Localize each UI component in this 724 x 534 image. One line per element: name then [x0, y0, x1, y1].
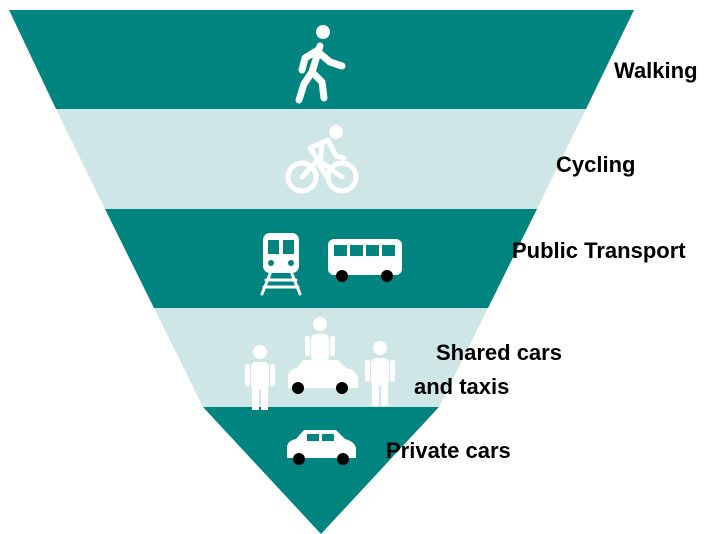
person-icon	[245, 345, 275, 410]
tier-band-public-transport	[105, 209, 537, 308]
person-in-car-icon	[288, 317, 358, 394]
tier-label-shared-cars-line2: and taxis	[414, 374, 510, 399]
tier-label-cycling: Cycling	[556, 152, 636, 177]
bus-icon	[328, 239, 402, 282]
tier-label-shared-cars-line1: Shared cars	[436, 340, 562, 365]
tier-band-walking	[9, 10, 634, 109]
cyclist-icon	[285, 125, 359, 194]
person-icon	[365, 341, 395, 406]
tier-band-private-cars	[203, 407, 439, 534]
tier-label-walking: Walking	[614, 58, 698, 83]
car-icon	[287, 430, 356, 465]
train-icon	[260, 233, 302, 296]
walking-person-icon	[295, 25, 346, 104]
tier-label-public-transport: Public Transport	[512, 238, 686, 263]
tier-label-private-cars: Private cars	[386, 438, 511, 463]
